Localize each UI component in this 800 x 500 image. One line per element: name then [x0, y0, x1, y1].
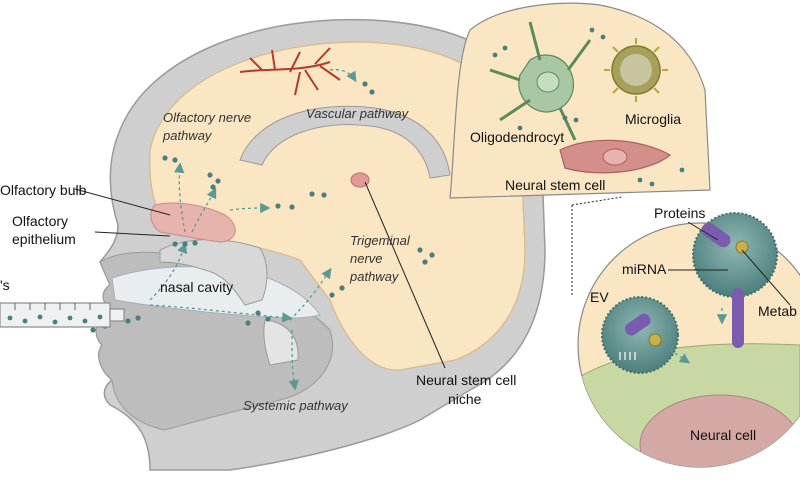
label-mirna: miRNA [622, 261, 667, 277]
corpus-callosum [239, 105, 451, 179]
pathway-arrows [149, 69, 357, 391]
oligodendrocyte-cell [489, 21, 592, 141]
label-nsc-niche-1: Neural stem cell [416, 372, 516, 388]
ev-panel [577, 212, 800, 468]
microglia-cell [604, 38, 668, 102]
olfactory-bulb-shape [150, 202, 236, 243]
label-trigeminal-3: pathway [349, 269, 400, 284]
leader-lines [74, 181, 623, 369]
label-nsc-niche-2: niche [448, 391, 482, 407]
label-oligodendrocyte: Oligodendrocyt [470, 129, 564, 145]
label-systemic-pathway: Systemic pathway [243, 398, 349, 413]
label-proteins: Proteins [654, 205, 705, 221]
label-olfactory-nerve-pathway-1: Olfactory nerve [163, 110, 251, 125]
ev-vesicle-lower [601, 296, 679, 374]
label-nasal-cavity: nasal cavity [160, 279, 233, 295]
label-olfactory-epithelium-1: Olfactory [12, 213, 68, 229]
label-trigeminal-1: Trigeminal [350, 233, 411, 248]
label-neural-cell: Neural cell [690, 427, 756, 443]
label-neural-stem-cell: Neural stem cell [505, 177, 605, 193]
vascular-tree [239, 47, 341, 96]
label-olfactory-epithelium-2: epithelium [12, 231, 76, 247]
neural-stem-cell [559, 139, 672, 174]
niche-spot [350, 172, 370, 188]
label-trigeminal-2: nerve [350, 251, 383, 266]
label-ev: EV [590, 289, 609, 305]
cells-panel [449, 2, 711, 199]
pharynx-structure [263, 319, 299, 366]
receptor-protein [732, 288, 744, 348]
label-evs-partial: 's [0, 277, 10, 293]
label-olfactory-nerve-pathway-2: pathway [162, 128, 213, 143]
label-olfactory-bulb: Olfactory bulb [0, 182, 87, 198]
label-microglia: Microglia [625, 111, 681, 127]
ev-vesicle-upper [692, 212, 778, 298]
syringe [0, 302, 125, 328]
head-illustration [90, 18, 546, 471]
label-metab-partial: Metab [758, 303, 797, 319]
label-vascular-pathway: Vascular pathway [306, 106, 410, 121]
